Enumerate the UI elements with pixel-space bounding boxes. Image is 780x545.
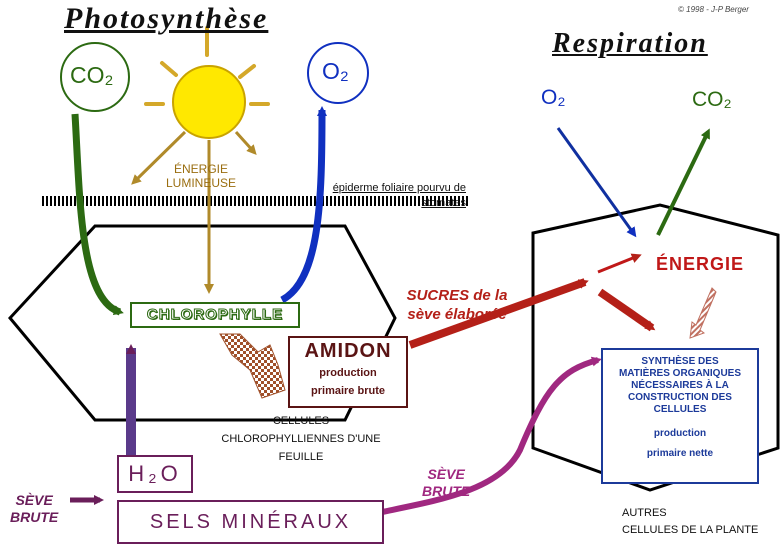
starch-grains <box>219 333 286 399</box>
autres-cellules-label: AUTRES CELLULES DE LA PLANTE <box>622 507 759 536</box>
sun-icon <box>172 65 246 139</box>
co2-arrow <box>71 113 124 316</box>
resp-o2-arrow <box>556 127 637 238</box>
energy-in-arrow <box>597 253 642 274</box>
h2o-box: H₂O <box>117 455 193 493</box>
sucres-label: SUCRES de la sève élaborée <box>406 287 508 323</box>
o2-arrow <box>280 106 327 304</box>
synthese-production: production primaire nette <box>646 428 714 459</box>
amidon-production: production <box>319 367 377 379</box>
leaf-hexagon <box>8 224 397 422</box>
sucres-arrow <box>408 278 589 349</box>
resp-co2-arrow <box>656 128 710 236</box>
o2-label-right: O₂ <box>541 86 566 109</box>
plant-cell-hexagon <box>531 203 780 492</box>
seve-brute-left-label: SÈVE BRUTE <box>10 492 59 525</box>
seve-brute-arrow <box>381 356 602 515</box>
amidon-title: AMIDON <box>304 340 392 362</box>
co2-circle <box>60 42 130 112</box>
synthese-box: SYNTHÈSE DES MATIÈRES ORGANIQUES NÉCESSA… <box>601 348 759 484</box>
energy-out-arrow <box>597 288 656 332</box>
amidon-box: AMIDON production primaire brute <box>288 336 408 408</box>
sun-rays-down <box>131 130 257 294</box>
o2-label-left: O₂ <box>322 58 349 84</box>
cellules-chloro-label: CELLULES CHLOROPHYLLIENNES D'UNE FEUILLE <box>221 415 381 463</box>
chlorophylle-box: CHLOROPHYLLE <box>130 302 300 328</box>
co2-label-left: CO₂ <box>70 62 114 88</box>
seve-brute-mid-label: SÈVE BRUTE <box>422 466 471 499</box>
hatched-arrow <box>689 287 717 339</box>
energie-label: ÉNERGIE <box>656 254 745 274</box>
respiration-title: Respiration <box>552 28 708 59</box>
epiderme-label: épiderme foliaire pourvu de stomates <box>332 182 466 209</box>
o2-circle <box>307 42 369 104</box>
amidon-primaire: primaire brute <box>311 385 385 397</box>
sun-rays <box>144 26 270 106</box>
photosynthese-title: Photosynthèse <box>64 2 269 35</box>
co2-label-right: CO₂ <box>692 88 732 111</box>
energie-lumineuse-label: ÉNERGIE LUMINEUSE <box>166 162 237 190</box>
copyright: © 1998 - J-P Berger <box>678 5 749 14</box>
sels-mineraux-box: SELS MINÉRAUX <box>117 500 384 544</box>
